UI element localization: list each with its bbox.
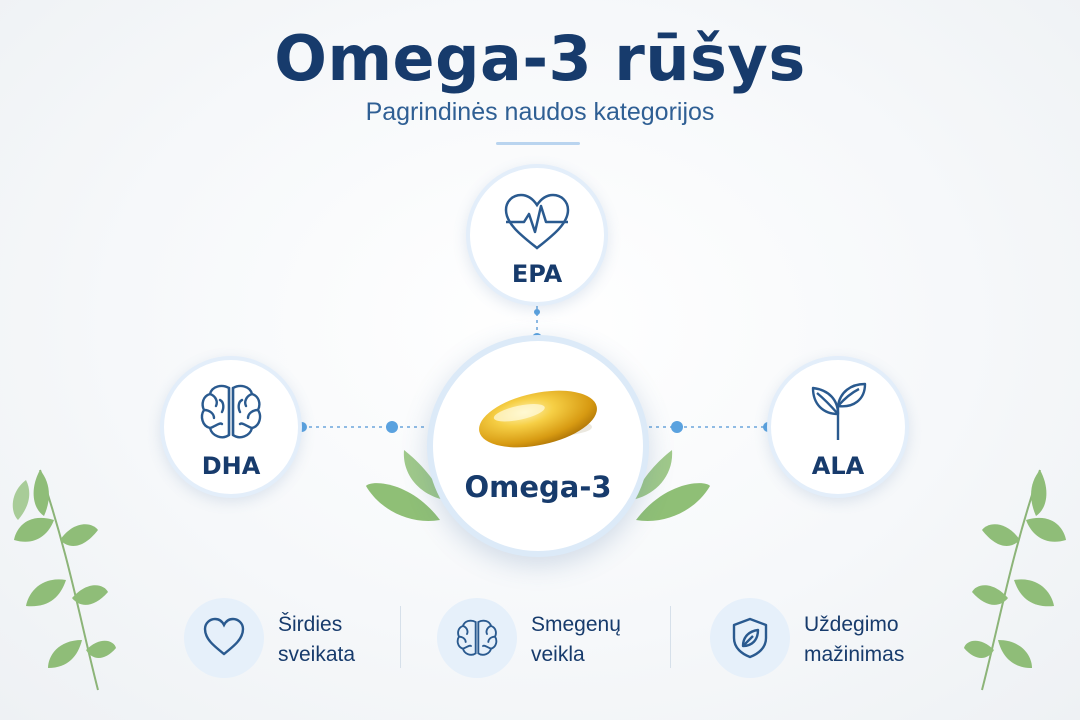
benefit-shield-text: Uždegimo mažinimas — [804, 610, 964, 670]
benefit-divider — [670, 606, 671, 668]
benefit-divider — [400, 606, 401, 668]
benefit-brain-text: Smegenų veikla — [531, 610, 691, 670]
brain-icon — [200, 384, 262, 439]
brain-icon — [456, 619, 498, 656]
benefit-shield-icon-circle — [710, 598, 790, 678]
node-epa: EPA — [466, 164, 608, 306]
benefit-brain-line1: Smegenų — [531, 613, 621, 636]
page-subtitle: Pagrindinės naudos kategorijos — [365, 98, 715, 126]
node-epa-label: EPA — [511, 260, 563, 288]
node-ala-label: ALA — [811, 452, 865, 480]
node-dha: DHA — [160, 356, 302, 498]
left-branch-icon — [12, 469, 116, 691]
center-leaves-icon — [366, 450, 710, 521]
center-label: Omega-3 — [464, 470, 612, 504]
page-title: Omega-3 rūšys — [274, 22, 806, 95]
right-branch-icon — [964, 469, 1066, 691]
benefit-heart-text: Širdies sveikata — [278, 610, 438, 670]
benefit-brain-line2: veikla — [531, 643, 585, 666]
benefit-heart-icon-circle — [184, 598, 264, 678]
benefit-heart-line1: Širdies — [278, 613, 343, 636]
benefit-shield-line1: Uždegimo — [804, 613, 899, 636]
heart-pulse-icon — [504, 193, 570, 250]
benefit-shield-line2: mažinimas — [804, 643, 905, 666]
shield-leaf-icon — [732, 617, 768, 659]
benefit-brain-icon-circle — [437, 598, 517, 678]
node-dha-label: DHA — [201, 452, 261, 480]
plant-sprout-icon — [811, 382, 867, 440]
title-underline — [496, 142, 580, 145]
fish-oil-capsule-icon — [479, 390, 597, 448]
heart-icon — [203, 617, 245, 656]
node-ala: ALA — [767, 356, 909, 498]
node-omega3-center: Omega-3 — [427, 335, 649, 557]
benefit-heart-line2: sveikata — [278, 643, 356, 666]
